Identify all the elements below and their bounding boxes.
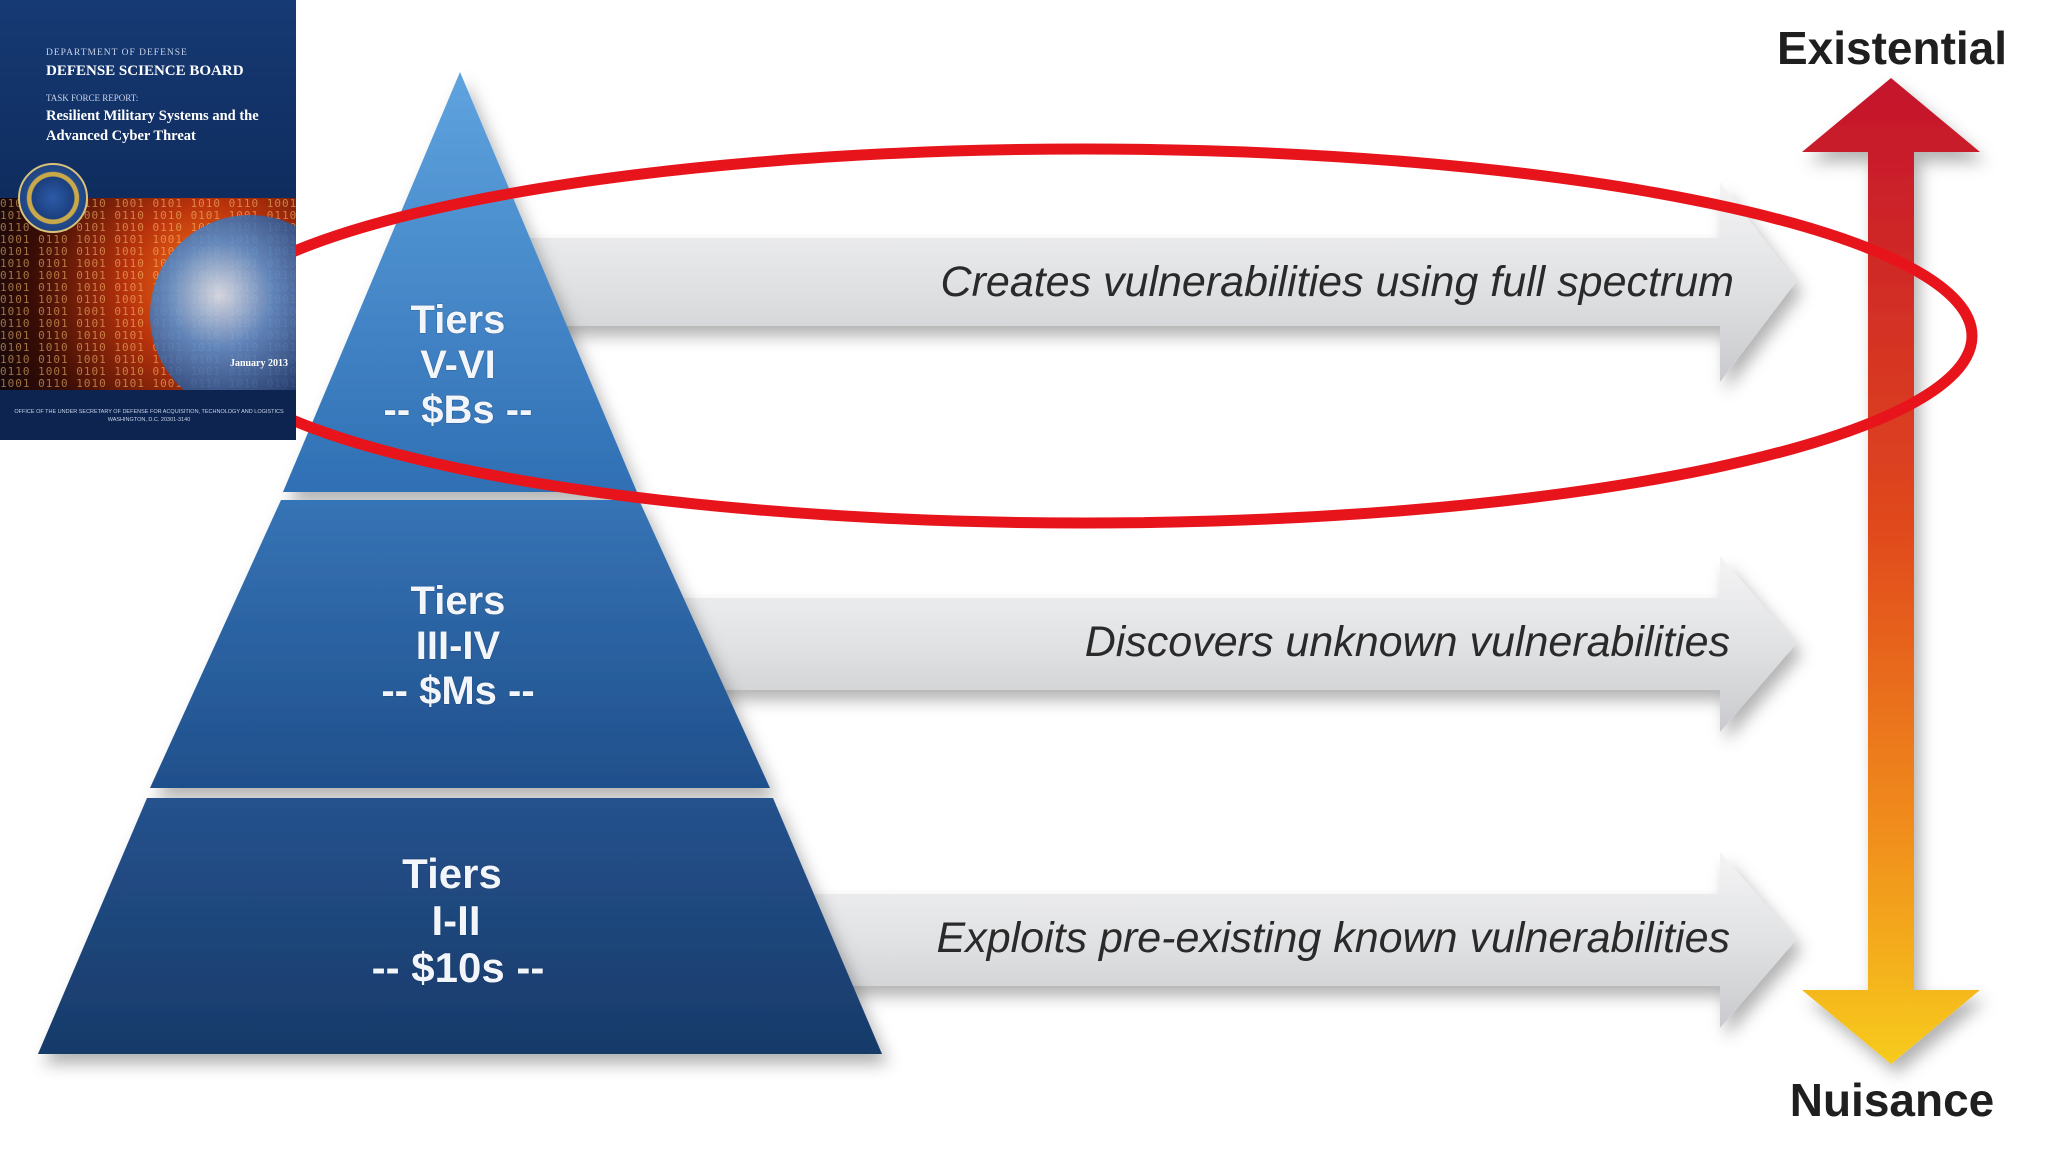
arrow-top (420, 182, 1796, 382)
report-cover: 0101 1010 0110 1001 0101 1010 0110 1001 … (0, 0, 296, 440)
tier-middle-cost: -- $Ms -- (381, 669, 534, 713)
cover-footer-band (0, 390, 296, 440)
tier-middle-shape (150, 500, 770, 788)
tier-top-shape (283, 72, 637, 492)
pyramid (38, 72, 882, 1054)
tier-middle-name: Tiers (411, 579, 506, 623)
tier-middle-description: Discovers unknown vulnerabilities (1085, 618, 1730, 666)
severity-scale-arrow (1802, 78, 1980, 1064)
tier-bottom-shape (38, 798, 882, 1054)
cover-department: DEPARTMENT OF DEFENSE (46, 48, 188, 58)
tier-bottom-description: Exploits pre-existing known vulnerabilit… (937, 914, 1730, 962)
tier-bottom-name: Tiers (402, 850, 502, 897)
dod-seal-icon (18, 163, 88, 233)
tier-top-range: V-VI (420, 343, 496, 387)
tier-middle-range: III-IV (416, 624, 501, 668)
cover-office: OFFICE OF THE UNDER SECRETARY OF DEFENSE… (14, 409, 284, 423)
tier-top-name: Tiers (411, 298, 506, 342)
tier-top-cost: -- $Bs -- (384, 388, 533, 432)
tier-top-description: Creates vulnerabilities using full spect… (941, 258, 1734, 306)
arrow-middle (600, 556, 1796, 732)
scale-top-label: Existential (1777, 22, 2007, 74)
tier-bottom-cost: -- $10s -- (372, 944, 545, 991)
arrow-bottom (760, 852, 1796, 1028)
cover-board: DEFENSE SCIENCE BOARD (46, 63, 244, 79)
cover-date: January 2013 (229, 358, 288, 369)
scale-bottom-label: Nuisance (1790, 1074, 1995, 1126)
cover-title: Resilient Military Systems and the Advan… (46, 108, 259, 144)
tier-bottom-range: I-II (432, 897, 481, 944)
cover-task-force: TASK FORCE REPORT: (46, 93, 139, 103)
